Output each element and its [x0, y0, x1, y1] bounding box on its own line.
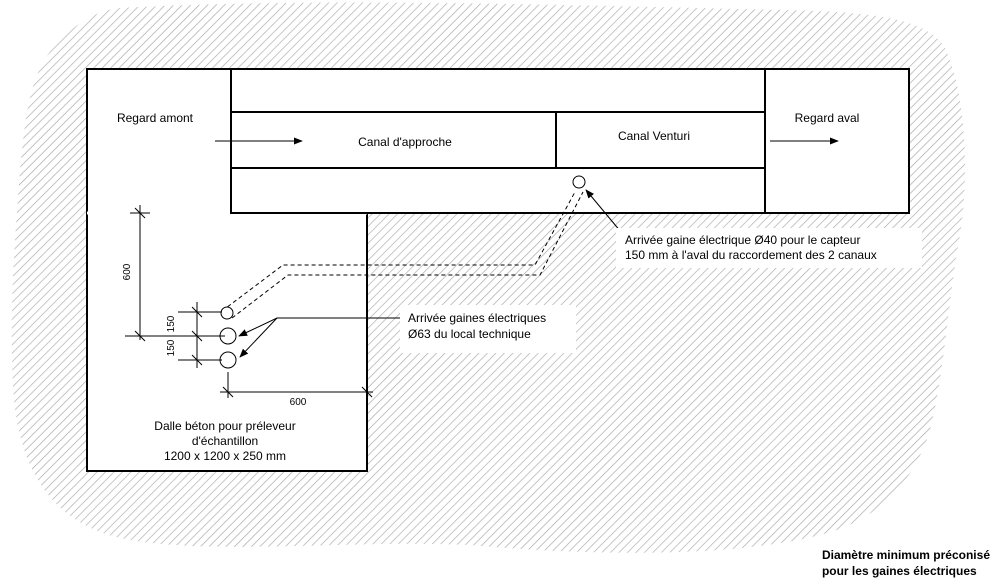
footer-line1: Diamètre minimum préconisé	[821, 548, 990, 562]
gaine40-label-line2: 150 mm à l'aval du raccordement des 2 ca…	[625, 248, 877, 262]
dim-600-horizontal: 600	[290, 397, 307, 408]
dim-600-vertical: 600	[122, 263, 133, 280]
dalle-label-line2: d'échantillon	[192, 434, 258, 448]
canal-approche-label: Canal d'approche	[358, 135, 452, 149]
conduit-40-circle-slab	[220, 306, 234, 320]
conduit-40-circle-top	[572, 175, 586, 189]
dalle-label-line1: Dalle béton pour préleveur	[154, 419, 295, 433]
gaines63-label-line1: Arrivée gaines électriques	[408, 311, 546, 325]
conduit-dashed	[221, 191, 584, 319]
canal-venturi-label: Canal Venturi	[618, 129, 690, 143]
regard-aval-label: Regard aval	[795, 111, 860, 125]
gaines63-label-line2: Ø63 du local technique	[408, 327, 531, 341]
gaine40-label-line1: Arrivée gaine électrique Ø40 pour le cap…	[625, 233, 860, 247]
footer-line2: pour les gaines électriques	[821, 564, 977, 578]
dim-150-a: 150	[166, 315, 177, 332]
regard-amont-label: Regard amont	[117, 111, 194, 125]
leader-arrow-63-b	[239, 317, 278, 358]
footer-note: Diamètre minimum préconisé pour les gain…	[822, 547, 990, 579]
dimension-lines	[125, 205, 373, 398]
dalle-label-line3: 1200 x 1200 x 250 mm	[164, 449, 286, 463]
leader-arrow-40	[585, 189, 622, 233]
dim-150-b: 150	[166, 339, 177, 356]
conduit-63-circle-2	[219, 351, 237, 369]
